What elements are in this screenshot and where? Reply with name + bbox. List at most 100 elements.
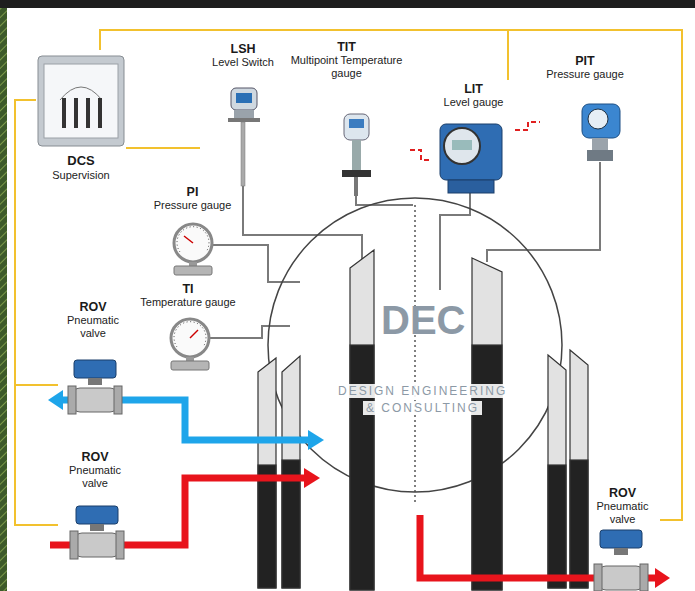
instrument-tag: PIT	[575, 54, 594, 68]
transmitter-rod	[354, 177, 358, 196]
arrow-head	[308, 430, 324, 450]
transmitter-block	[587, 150, 613, 161]
transmitter-housing	[440, 124, 502, 180]
monitor-screen	[44, 64, 118, 138]
dotted-probe	[414, 205, 416, 505]
level-transmitter	[440, 124, 502, 193]
instrument-node: TITMultipoint Temperature gauge	[283, 38, 410, 198]
gauge-base	[174, 266, 212, 275]
pneumatic-valve	[594, 530, 648, 591]
display-screen	[452, 140, 472, 150]
instrument-name: Multipoint Temperature gauge	[285, 54, 408, 79]
valve-actuator	[74, 360, 116, 378]
monitor-frame	[38, 56, 124, 146]
valve-flange	[114, 386, 122, 414]
instrument-tag: ROV	[81, 450, 108, 464]
transmitter-housing	[582, 104, 620, 138]
instrument-name: Pneumatic valve	[60, 314, 126, 339]
switch-neck	[234, 110, 254, 118]
valve-stem	[88, 378, 102, 385]
instrument-name: Pressure gauge	[154, 199, 232, 212]
screen-graphic	[98, 98, 102, 128]
instrument-tag: LSH	[231, 42, 256, 56]
control-wire	[100, 30, 682, 520]
instrument-node: PITPressure gauge	[540, 52, 630, 164]
gauge-face	[171, 319, 209, 357]
transmitter-neck	[592, 138, 608, 150]
instrument-node: TITemperature gauge	[128, 280, 248, 375]
instrument-name: Pressure gauge	[546, 68, 624, 81]
instrument-node: ROVPneumatic valve	[58, 298, 128, 414]
gauge-ticks	[177, 227, 209, 252]
gauge-face	[174, 224, 212, 262]
valve-actuator	[76, 506, 118, 524]
instrument-node: LSHLevel Switch	[200, 40, 286, 186]
valve-body	[598, 566, 644, 590]
stem-line	[487, 162, 600, 262]
tube	[258, 358, 276, 588]
instrument-name: Pneumatic valve	[587, 500, 658, 525]
valve-body	[72, 388, 118, 412]
tank-shell	[268, 198, 562, 492]
valve-stem	[90, 524, 104, 531]
signal-link	[515, 122, 540, 130]
watermark: & CONSULTING	[363, 401, 482, 415]
transmitter-display	[588, 109, 608, 129]
dcs-monitor	[38, 56, 124, 146]
control-wire	[15, 100, 58, 385]
instrument-tag: TIT	[337, 40, 356, 54]
pneumatic-valve	[70, 506, 124, 559]
switch-window	[236, 93, 252, 103]
instrument-tag: ROV	[79, 300, 106, 314]
valve-flange	[70, 531, 78, 559]
instrument-name: Temperature gauge	[140, 296, 235, 309]
instrument-node: DCSSupervision	[36, 50, 126, 184]
instrument-tag: TI	[182, 282, 193, 296]
control-wire	[15, 100, 58, 525]
tube	[282, 356, 300, 588]
tube-dark	[548, 465, 566, 588]
valve-flange	[640, 564, 648, 591]
instrument-node: LITLevel gauge	[432, 80, 515, 195]
arrow-head	[655, 568, 670, 588]
gauge-needle	[184, 236, 193, 243]
top-bar	[0, 0, 695, 8]
instrument-name: Level Switch	[212, 56, 274, 69]
tube-dark	[472, 345, 502, 590]
level-switch	[228, 88, 260, 186]
pressure-gauge	[174, 224, 212, 275]
temperature-transmitter	[342, 114, 371, 196]
transmitter-window	[349, 119, 364, 128]
watermark: DESIGN ENGINEERING	[335, 384, 510, 398]
transmitter-neck	[352, 140, 361, 170]
control-wire	[126, 147, 200, 149]
switch-rod	[241, 122, 245, 186]
valve-body	[74, 533, 120, 557]
instrument-node: ROVPneumatic valve	[585, 484, 660, 588]
screen-graphic	[86, 98, 90, 128]
instrument-name: Pneumatic valve	[60, 464, 130, 489]
switch-head	[231, 88, 257, 110]
side-strip	[0, 8, 7, 591]
watermark: DEC	[378, 298, 468, 343]
instrument-name: Supervision	[52, 169, 109, 182]
instrument-tag: ROV	[609, 486, 636, 500]
tube-dark	[350, 345, 374, 590]
tube-dark	[258, 465, 276, 588]
instrument-name: Level gauge	[444, 96, 504, 109]
temperature-gauge	[171, 319, 209, 370]
instrument-tag: PI	[187, 185, 199, 199]
instrument-tag: DCS	[67, 154, 94, 169]
gauge-base	[171, 361, 209, 370]
valve-flange	[68, 386, 76, 414]
tube-dark	[570, 460, 588, 588]
valve-stem	[614, 548, 628, 555]
arrow-head	[304, 468, 320, 488]
valve-flange	[116, 531, 124, 559]
stem-line	[211, 245, 300, 282]
tube	[472, 258, 502, 590]
gauge-ticks	[174, 322, 206, 347]
gauge-needle	[190, 330, 198, 338]
